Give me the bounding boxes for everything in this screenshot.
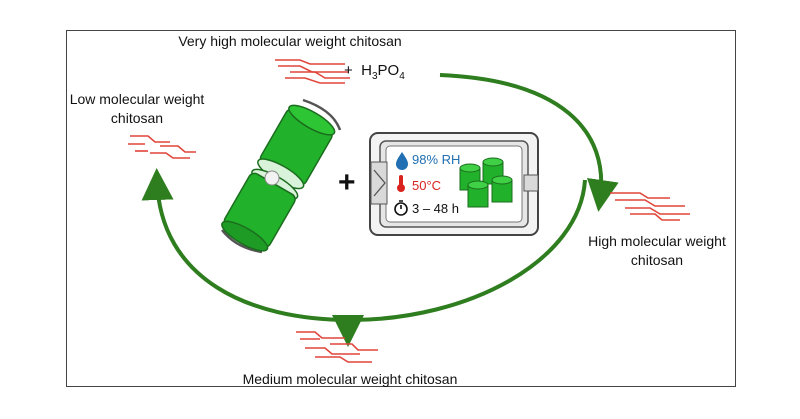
water-drop-icon (396, 152, 408, 170)
cycle-arrow-top-right (439, 73, 619, 212)
reagent-h: H (361, 62, 372, 79)
label-medium-mw-chitosan: Medium molecular weight chitosan (242, 371, 458, 387)
diagram-frame (66, 30, 736, 387)
reagent-phosphoric-acid: + H3PO4 (344, 62, 405, 82)
reagent-h-subscript: 3 (371, 71, 378, 82)
cycle-arrow-bottom-left (141, 168, 351, 322)
condition-time: 3 – 48 h (412, 201, 459, 216)
reagent-po: PO (377, 62, 400, 79)
label-low-mw-chitosan: Low molecular weight chitosan (62, 90, 212, 128)
sample-jars (459, 157, 513, 208)
chitosan-chain-low (128, 135, 196, 159)
ball-mill-icon (221, 98, 342, 254)
stopwatch-icon (394, 200, 408, 216)
chitosan-chain-high (610, 192, 690, 221)
operator-plus: + (338, 166, 356, 199)
label-low-line1: Low molecular weight (69, 91, 205, 107)
chitosan-chain-very-high (275, 59, 350, 84)
label-very-high-mw-chitosan: Very high molecular weight chitosan (178, 33, 402, 49)
reagent-po-subscript: 4 (399, 71, 405, 82)
label-high-line1: High molecular weight (588, 233, 726, 249)
cycle-arrow-right-bottom (332, 179, 587, 347)
chitosan-chain-medium (296, 331, 378, 363)
label-high-mw-chitosan: High molecular weight chitosan (568, 232, 746, 270)
condition-humidity: 98% RH (412, 152, 461, 167)
condition-temperature: 50°C (412, 178, 442, 193)
thermometer-icon (397, 175, 405, 192)
label-low-line2: chitosan (110, 110, 164, 126)
reagent-plus: + (344, 62, 353, 79)
incubator-icon (369, 132, 539, 236)
label-high-line2: chitosan (630, 252, 684, 268)
